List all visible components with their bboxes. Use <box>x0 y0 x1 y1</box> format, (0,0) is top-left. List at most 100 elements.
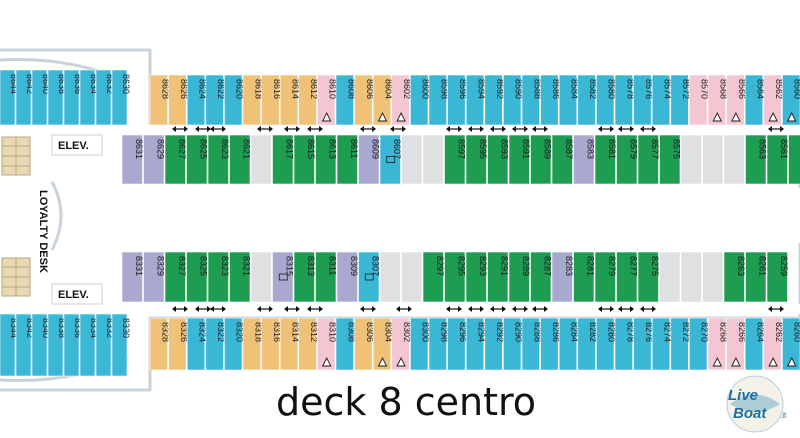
cabin-8578 <box>614 74 633 126</box>
accessible-icon <box>278 273 288 281</box>
cabin-8318 <box>242 317 261 371</box>
cabin-8570 <box>689 74 708 126</box>
cabin-8332 <box>95 313 112 377</box>
cabin-8304 <box>372 317 392 371</box>
cabin-number: 8577 <box>650 139 660 159</box>
cabin-corridor <box>702 134 724 185</box>
loyalty-desk-counter <box>50 181 63 251</box>
cabin-8636 <box>63 69 80 126</box>
cabin-number: 8270 <box>700 322 710 342</box>
cabin-corridor <box>250 134 272 185</box>
cabin-number: 8560 <box>793 79 800 99</box>
cabin-8329 <box>143 251 165 303</box>
connecting-door-icon <box>532 306 548 312</box>
warning-triangle-icon <box>731 111 741 122</box>
cabin-8259 <box>766 251 788 303</box>
cabin-number: 8316 <box>272 322 282 342</box>
warning-triangle-icon <box>396 356 406 367</box>
cabin-8638 <box>47 69 64 126</box>
connecting-door-icon <box>490 306 506 312</box>
cabin-8613 <box>315 134 337 185</box>
cabin-8631 <box>121 134 143 185</box>
cabin-number: 8342 <box>25 318 35 338</box>
connecting-door-icon <box>768 126 784 132</box>
cabin-8591 <box>508 134 530 185</box>
cabin-corridor <box>680 134 702 185</box>
cabin-number: 8618 <box>253 79 263 99</box>
cabin-8634 <box>79 69 96 126</box>
cabin-number: 8566 <box>737 79 747 99</box>
cabin-number: 8276 <box>644 322 654 342</box>
cabin-number: 8327 <box>177 256 187 276</box>
warning-triangle-icon <box>786 356 797 367</box>
cabin-8559 <box>788 134 800 185</box>
cabin-8627 <box>164 134 186 185</box>
connecting-door-icon <box>598 306 614 312</box>
cabin-8577 <box>637 134 659 185</box>
cabin-number: 8272 <box>681 322 691 342</box>
cabin-8593 <box>487 134 509 185</box>
cabin-8297 <box>422 251 444 303</box>
cabin-number: 8583 <box>585 139 595 159</box>
connecting-door-icon <box>257 306 273 312</box>
cabin-8597 <box>444 134 466 185</box>
warning-triangle-icon <box>768 111 778 122</box>
cabin-number: 8331 <box>134 256 144 276</box>
warning-triangle-icon <box>768 356 778 367</box>
cabin-number: 8266 <box>737 322 747 342</box>
cabin-number: 8274 <box>663 322 673 342</box>
accessible-icon <box>386 156 396 163</box>
cabin-8331 <box>121 251 143 303</box>
cabin-8621 <box>229 134 251 185</box>
cabin-number: 8268 <box>718 322 728 342</box>
cabin-number: 8570 <box>700 79 710 99</box>
cabin-number: 8279 <box>607 256 617 276</box>
cabin-number: 8623 <box>220 139 230 159</box>
cabin-number: 8298 <box>439 322 449 342</box>
cabin-number: 8631 <box>134 139 144 159</box>
cabin-8322 <box>205 317 224 371</box>
cabin-number: 8590 <box>514 79 524 99</box>
cabin-number: 8597 <box>456 139 466 159</box>
cabin-number: 8284 <box>570 322 580 342</box>
cabin-number: 8312 <box>309 322 319 342</box>
cabin-corridor <box>659 251 681 303</box>
cabin-8290 <box>503 317 522 371</box>
warning-triangle-icon <box>786 111 797 122</box>
cabin-8294 <box>465 317 485 371</box>
cabin-8311 <box>315 251 337 303</box>
cabin-8580 <box>596 74 615 126</box>
cabin-8594 <box>465 74 485 126</box>
cabin-8260 <box>782 317 800 371</box>
cabin-number: 8642 <box>25 74 35 94</box>
cabin-8310 <box>317 317 336 371</box>
cabin-number: 8310 <box>328 322 338 342</box>
cabin-8607 <box>379 134 401 185</box>
cabin-8334 <box>79 313 96 377</box>
accessible-icon <box>364 273 374 281</box>
connecting-door-icon <box>512 126 528 132</box>
cabin-8330 <box>111 313 128 377</box>
connecting-door-icon <box>446 126 462 132</box>
cabin-8644 <box>0 69 16 126</box>
connecting-door-icon <box>490 126 506 132</box>
cabin-8628 <box>149 74 168 126</box>
cabin-number: 8582 <box>588 79 598 99</box>
cabin-8287 <box>530 251 552 303</box>
cabin-number: 8610 <box>328 79 338 99</box>
corridor-top <box>110 125 800 135</box>
cabin-number: 8328 <box>160 322 170 342</box>
cabin-8264 <box>744 317 764 371</box>
cabin-number: 8300 <box>421 322 431 342</box>
cabin-number: 8644 <box>9 74 19 94</box>
cabin-8320 <box>224 317 243 371</box>
cabin-number: 8615 <box>306 139 316 159</box>
connecting-door-icon <box>284 126 300 132</box>
cabin-8575 <box>659 134 681 185</box>
cabin-8312 <box>298 317 317 371</box>
warning-triangle-icon <box>712 111 723 122</box>
cabin-number: 8629 <box>155 139 165 159</box>
cabin-8298 <box>428 317 447 371</box>
cabin-8326 <box>168 317 187 371</box>
cabin-8340 <box>31 313 48 377</box>
